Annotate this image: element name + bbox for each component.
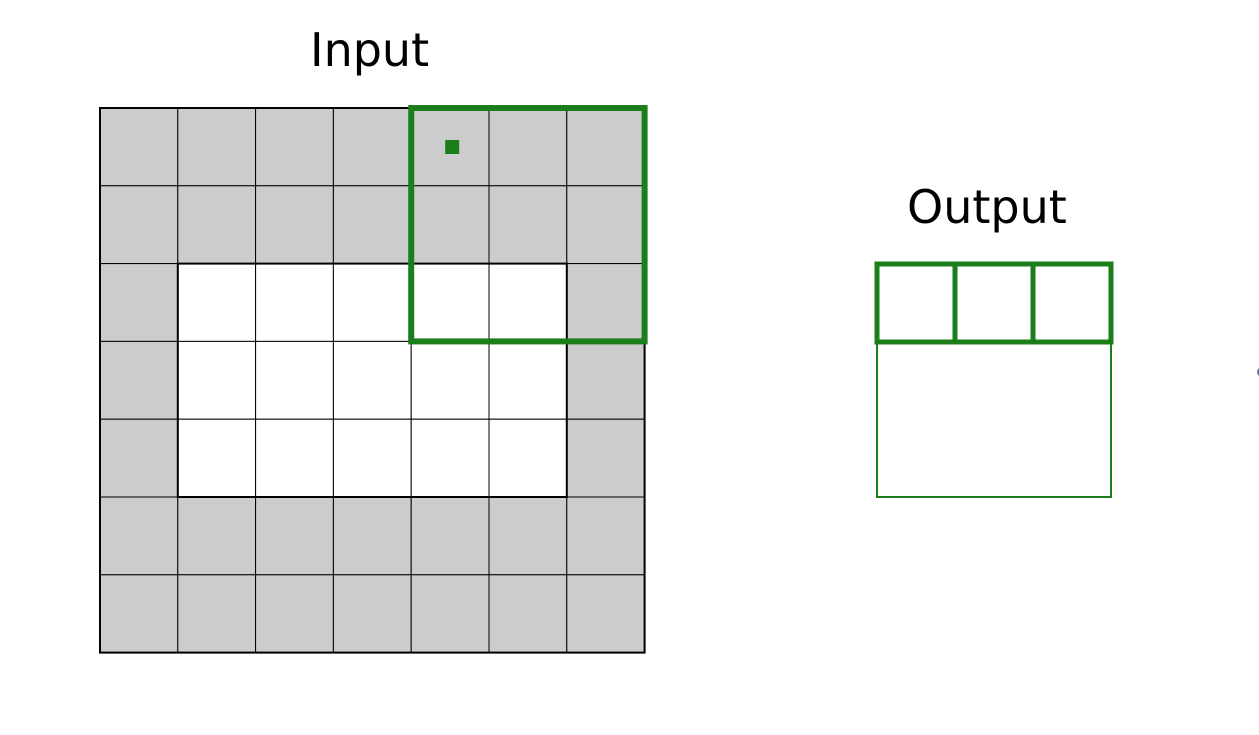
input-cell	[410, 418, 490, 498]
input-outer-border	[99, 107, 646, 654]
input-title: Input	[310, 23, 430, 77]
padding-cell	[99, 340, 179, 420]
padding-cell	[177, 185, 257, 265]
padding-cell	[566, 418, 646, 498]
input-cell	[410, 340, 490, 420]
input-cell	[255, 340, 334, 420]
input-cell	[177, 340, 257, 420]
padding-cell	[177, 107, 257, 187]
padding-cell	[332, 496, 412, 576]
padding-cell	[566, 574, 646, 654]
output-area	[876, 263, 1112, 498]
input-cell	[255, 263, 334, 342]
input-cell	[488, 418, 568, 498]
padding-cell	[410, 185, 490, 265]
padding-cell	[566, 340, 646, 420]
padding-cell	[99, 418, 179, 498]
padding-cell	[99, 185, 179, 265]
input-grid	[99, 107, 646, 654]
input-cell	[410, 263, 490, 342]
padding-cell	[410, 496, 490, 576]
padding-cell	[488, 496, 568, 576]
output-title: Output	[907, 180, 1067, 234]
padding-cell	[99, 107, 179, 187]
padding-cell	[332, 107, 412, 187]
padding-cell	[566, 107, 646, 187]
input-cell	[332, 418, 412, 498]
padding-cell	[255, 496, 334, 576]
padding-cell	[99, 263, 179, 342]
padding-cell	[332, 574, 412, 654]
input-cell	[332, 263, 412, 342]
padding-cell	[255, 574, 334, 654]
input-cell	[177, 263, 257, 342]
kernel-border	[408, 105, 648, 345]
input-cell	[488, 340, 568, 420]
padding-cell	[566, 185, 646, 265]
output-grid	[874, 261, 1114, 498]
padding-cell	[410, 574, 490, 654]
padding-cell	[488, 107, 568, 187]
padding-cell	[488, 185, 568, 265]
output-cell	[1030, 261, 1114, 345]
output-cell	[874, 261, 958, 345]
padding-cell	[99, 574, 179, 654]
padding-cell	[255, 185, 334, 265]
padding-cell	[488, 574, 568, 654]
output-cell	[952, 261, 1036, 345]
padding-cell	[177, 496, 257, 576]
padding-cell	[566, 263, 646, 342]
padding-cell	[99, 496, 179, 576]
padding-cell	[177, 574, 257, 654]
padding-cell	[566, 496, 646, 576]
kernel-center-marker	[445, 140, 460, 154]
padding-cell	[332, 185, 412, 265]
padding-cell	[255, 107, 334, 187]
input-image-border	[176, 262, 568, 498]
kernel-window	[408, 105, 648, 345]
input-cell	[332, 340, 412, 420]
input-cell	[177, 418, 257, 498]
input-cell	[488, 263, 568, 342]
input-cell	[255, 418, 334, 498]
